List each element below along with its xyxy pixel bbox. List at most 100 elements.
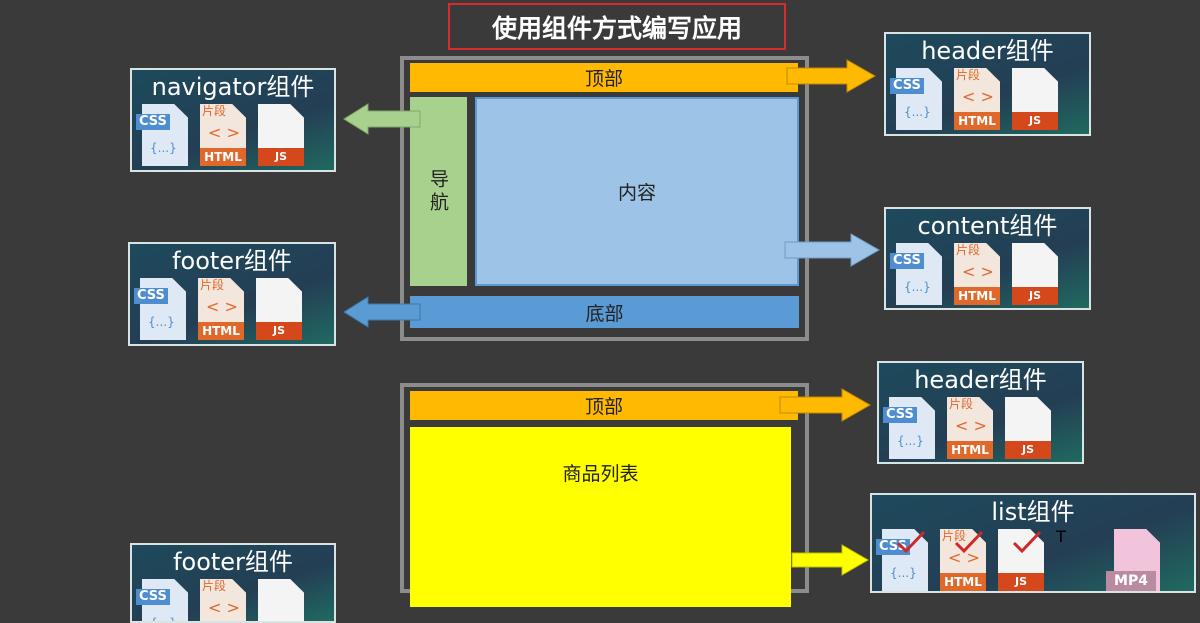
snippet-label: 片段: [942, 529, 967, 543]
js-label: JS: [1005, 441, 1051, 459]
html-file-icon: 片段< >HTML: [954, 243, 1000, 305]
arrow-top2-to-header: [779, 388, 872, 422]
angle-brackets: < >: [962, 262, 994, 281]
card-title: navigator组件: [151, 73, 315, 101]
css-label: CSS: [876, 539, 910, 555]
file-page: [1056, 529, 1102, 591]
arrow-top-to-header: [786, 59, 877, 93]
js-file-icon: JS: [256, 278, 302, 340]
snippet-label: 片段: [200, 278, 225, 292]
css-braces: {...}: [904, 105, 931, 119]
card-icons: CSS {...} 片段 < > HTML JS: [886, 68, 1089, 130]
css-braces: {...}: [148, 315, 175, 329]
component-card-header: header组件 CSS {...} 片段 < > HTML JS: [884, 32, 1091, 136]
css-braces: {...}: [897, 434, 924, 448]
layout2-list: 商品列表: [410, 427, 791, 607]
card-title: footer组件: [172, 247, 292, 275]
css-file-icon: CSS {...}: [876, 529, 928, 591]
text-file-icon: T: [1056, 529, 1102, 591]
angle-brackets: < >: [206, 297, 238, 316]
snippet-label: 片段: [202, 579, 227, 593]
js-label: JS: [1012, 287, 1058, 305]
check-mark-icon: [954, 530, 984, 554]
mp4-label: MP4: [1106, 571, 1156, 591]
layout2-top: 顶部: [410, 391, 798, 420]
card-icons: CSS {...} 片段 < > HTML JS: [132, 104, 334, 166]
angle-brackets: < >: [962, 87, 994, 106]
text-glyph: T: [1056, 527, 1066, 546]
js-file-icon: JS: [1012, 68, 1058, 130]
html-file-icon: 片段 < > HTML: [947, 397, 993, 459]
html-file-icon: 片段< >HTML: [200, 579, 246, 621]
css-label: CSS: [136, 114, 170, 130]
html-file-icon: 片段 < > HTML: [954, 68, 1000, 130]
snippet-label: 片段: [956, 68, 981, 82]
html-file-icon: 片段 < > HTML: [200, 104, 246, 166]
css-braces: {...}: [890, 566, 917, 580]
css-file-icon: CSS {...}: [136, 104, 188, 166]
js-label: JS: [258, 148, 304, 166]
check-mark-icon: [1012, 530, 1042, 554]
css-label: CSS: [883, 407, 917, 423]
css-file-icon: CSS {...}: [883, 397, 935, 459]
arrow-content-to-content: [784, 233, 881, 267]
card-title: content组件: [917, 212, 1058, 240]
css-braces: {...}: [904, 280, 931, 294]
js-file-icon: JS: [1012, 243, 1058, 305]
card-title: header组件: [914, 366, 1047, 394]
css-label: CSS: [890, 78, 924, 94]
html-label: HTML: [200, 148, 246, 166]
html-label: HTML: [947, 441, 993, 459]
snippet-label: 片段: [956, 243, 981, 257]
js-file-icon: JS: [998, 529, 1044, 591]
card-title: footer组件: [173, 548, 293, 576]
layout1-nav: 导航: [410, 97, 467, 286]
angle-brackets: < >: [208, 123, 240, 142]
angle-brackets: < >: [955, 416, 987, 435]
css-file-icon: CSS {...}: [890, 68, 942, 130]
layout1-bottom: 底部: [410, 296, 799, 328]
component-card-header-2: header组件 CSS {...} 片段 < > HTML JS: [877, 361, 1084, 464]
css-label: CSS: [136, 589, 170, 605]
html-file-icon: 片段< >HTML: [940, 529, 986, 591]
check-mark-icon: [896, 530, 926, 554]
css-braces: {...}: [150, 141, 177, 155]
arrow-list-to-list: [791, 544, 870, 576]
component-card-navigator: navigator组件 CSS {...} 片段 < > HTML JS: [130, 68, 336, 172]
card-title: header组件: [921, 37, 1054, 65]
html-label: HTML: [198, 322, 244, 340]
mp4-file-icon: MP4: [1106, 529, 1160, 591]
js-file-icon: JS: [258, 579, 304, 621]
html-file-icon: 片段 < > HTML: [198, 278, 244, 340]
css-file-icon: CSS {...}: [134, 278, 186, 340]
css-label: CSS: [890, 253, 924, 269]
layout1-top: 顶部: [410, 63, 798, 92]
arrow-nav-to-navigator: [343, 103, 421, 135]
js-label: JS: [1012, 112, 1058, 130]
css-file-icon: CSS {...}: [890, 243, 942, 305]
file-page: [258, 579, 304, 621]
arrow-bottom-to-footer: [343, 296, 421, 328]
layout1-content: 内容: [475, 97, 799, 286]
angle-brackets: < >: [208, 598, 240, 617]
html-label: HTML: [954, 112, 1000, 130]
card-icons: CSS {...} 片段 < > HTML JS: [879, 397, 1082, 459]
js-file-icon: JS: [1005, 397, 1051, 459]
card-title: list组件: [991, 498, 1075, 526]
js-file-icon: JS: [258, 104, 304, 166]
snippet-label: 片段: [949, 397, 974, 411]
js-label: JS: [256, 322, 302, 340]
snippet-label: 片段: [202, 104, 227, 118]
css-braces: {...}: [150, 616, 177, 623]
css-label: CSS: [134, 288, 168, 304]
slide-title: 使用组件方式编写应用: [448, 3, 786, 50]
css-file-icon: CSS {...}: [136, 579, 188, 623]
angle-brackets: < >: [948, 548, 980, 567]
